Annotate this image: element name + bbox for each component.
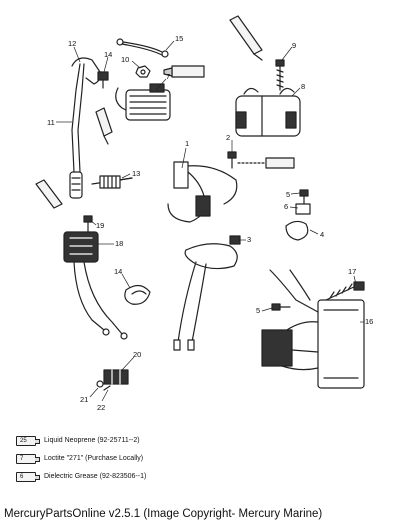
callout-11: 11 — [47, 118, 55, 127]
leader-lines — [56, 40, 364, 402]
screw-part — [97, 71, 109, 89]
legend-label: Loctite "271" (Purchase Locally) — [44, 455, 144, 462]
callout-7: 7 — [166, 72, 170, 81]
callout-19: 19 — [96, 221, 104, 230]
callout-3: 3 — [247, 235, 251, 244]
callout-14-lower: 14 — [114, 267, 122, 276]
trigger-harness — [173, 235, 241, 351]
grease-tube-icon: 6 — [16, 472, 40, 482]
legend-number: 25 — [20, 438, 27, 444]
coil-screw-group — [229, 15, 285, 91]
callout-18: 18 — [115, 239, 123, 248]
callout-10: 10 — [121, 55, 129, 64]
callout-20: 20 — [133, 350, 141, 359]
terminal-block — [96, 369, 129, 391]
callout-5-lower: 5 — [256, 306, 260, 315]
spark-plug — [91, 175, 133, 189]
callout-8: 8 — [301, 82, 305, 91]
stator-screw-group — [227, 151, 295, 169]
neoprene-tube-icon — [163, 65, 205, 78]
legend-item: 25 Liquid Neoprene (92-25711--2) — [16, 434, 316, 452]
legend-item: 6 Dielectric Grease (92-823506--1) — [16, 470, 316, 488]
rectifier — [63, 231, 128, 340]
legend-number: 7 — [20, 456, 24, 462]
callout-17: 17 — [348, 267, 356, 276]
ignition-coil — [115, 83, 171, 121]
callout-2: 2 — [226, 133, 230, 142]
copyright-footer: MercuryPartsOnline v2.5.1 (Image Copyrig… — [4, 508, 323, 520]
neoprene-tube-icon: 25 — [16, 436, 40, 446]
legend-item: 7 Loctite "271" (Purchase Locally) — [16, 452, 316, 470]
coil-pack — [235, 87, 301, 137]
loctite-tube-icon — [95, 107, 113, 145]
callout-21: 21 — [80, 395, 88, 404]
callout-9: 9 — [292, 41, 296, 50]
legend: 25 Liquid Neoprene (92-25711--2) 7 Locti… — [16, 434, 316, 488]
callout-12: 12 — [68, 39, 76, 48]
nut-part — [135, 65, 151, 78]
switch-box — [261, 269, 365, 389]
box-mounting-screw — [325, 281, 365, 301]
callout-6: 6 — [284, 202, 288, 211]
ground-screw — [271, 303, 291, 311]
callout-14: 14 — [104, 50, 112, 59]
spark-plug-lead — [69, 57, 101, 199]
callout-5: 5 — [286, 190, 290, 199]
bracket-screw-group — [35, 179, 93, 233]
callout-22: 22 — [97, 403, 105, 412]
cable-clip — [124, 284, 151, 305]
callout-1: 1 — [185, 139, 189, 148]
legend-label: Liquid Neoprene (92-25711--2) — [44, 437, 140, 444]
callout-4: 4 — [320, 230, 324, 239]
ground-wire — [116, 38, 169, 58]
legend-number: 6 — [20, 474, 24, 480]
callout-15: 15 — [175, 34, 183, 43]
callout-13: 13 — [132, 169, 140, 178]
loctite-tube-icon: 7 — [16, 454, 40, 464]
legend-label: Dielectric Grease (92-823506--1) — [44, 473, 147, 480]
stator — [167, 161, 238, 223]
callout-16: 16 — [365, 317, 373, 326]
